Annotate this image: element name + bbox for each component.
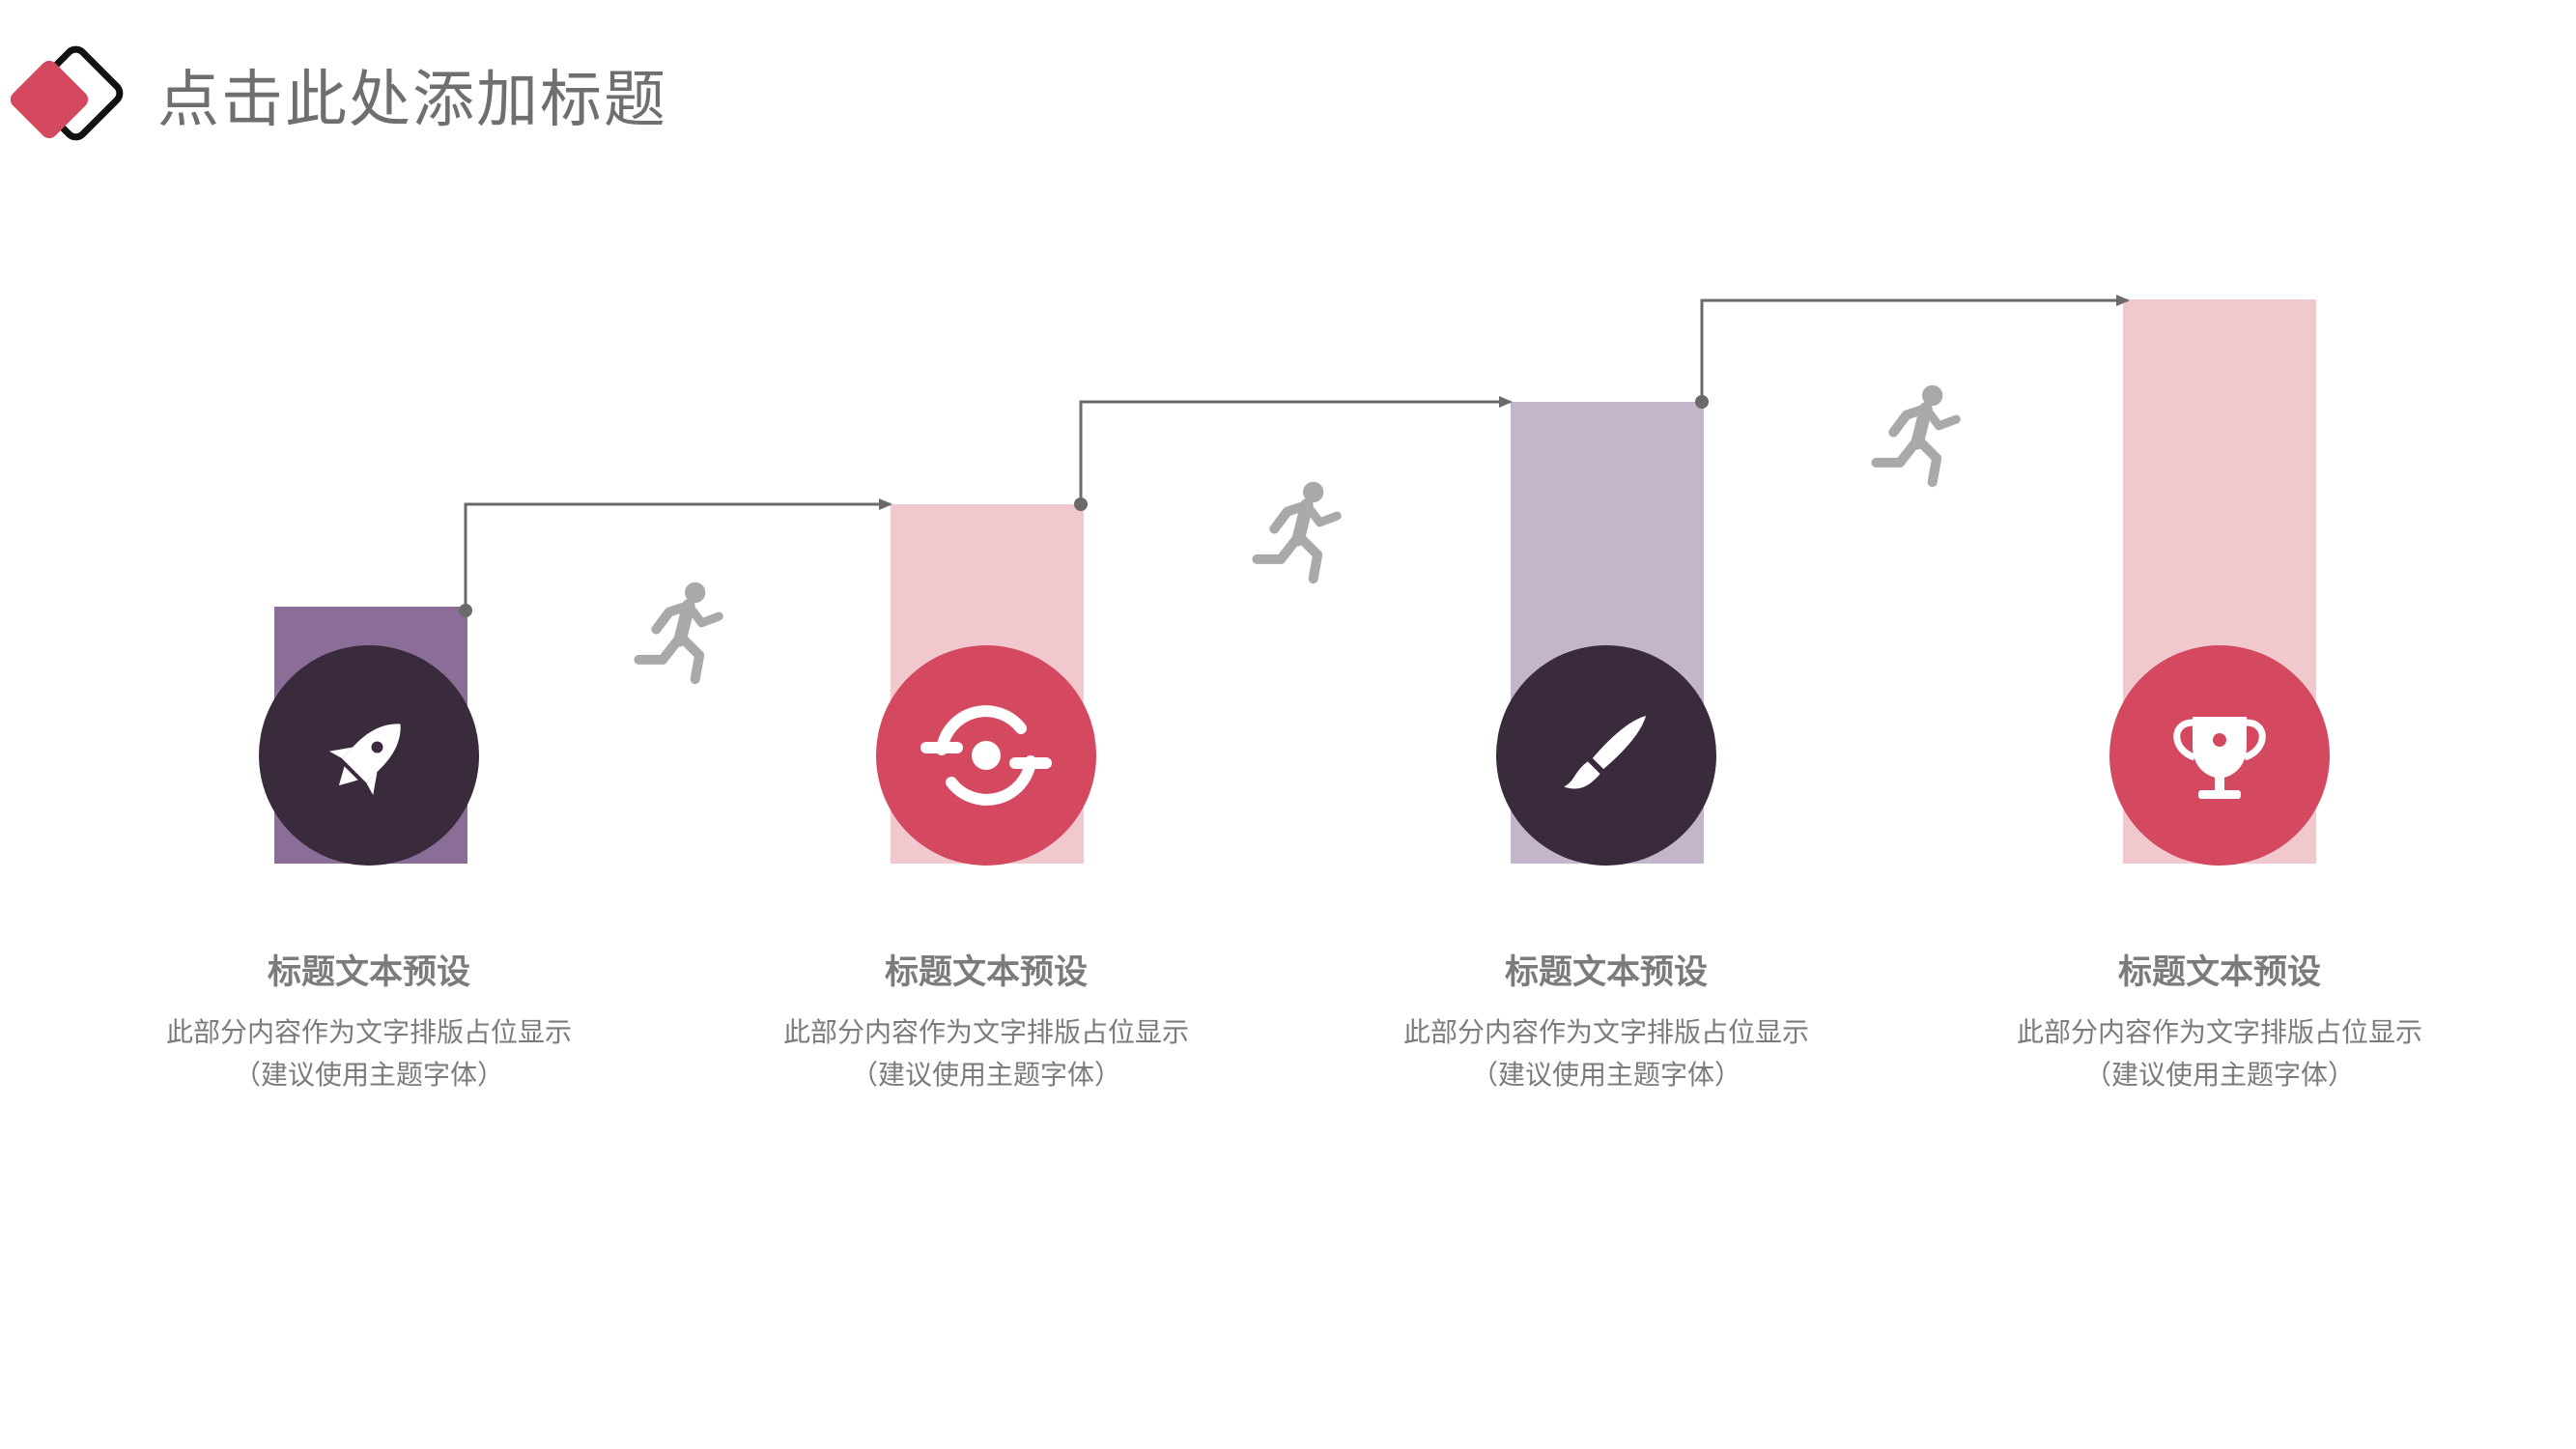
arrow-dot-1 <box>459 604 472 617</box>
step-text-4: 标题文本预设 此部分内容作为文字排版占位显示 （建议使用主题字体） <box>1968 945 2471 1096</box>
step-title[interactable]: 标题文本预设 <box>1504 953 1708 992</box>
trophy-icon <box>2173 717 2266 799</box>
step-desc-line[interactable]: （建议使用主题字体） <box>850 1059 1121 1091</box>
step-desc-line[interactable]: （建议使用主题字体） <box>1470 1059 1741 1091</box>
step-title[interactable]: 标题文本预设 <box>2117 953 2321 992</box>
arrow-connector-3 <box>1700 295 2130 402</box>
rocket-icon <box>328 724 401 796</box>
runner-icon <box>638 582 719 679</box>
step-title[interactable]: 标题文本预设 <box>884 953 1088 992</box>
step-desc-line[interactable]: 此部分内容作为文字排版占位显示 <box>2016 1016 2422 1048</box>
step-desc-line[interactable]: 此部分内容作为文字排版占位显示 <box>165 1016 572 1048</box>
step-desc: 此部分内容作为文字排版占位显示 （建议使用主题字体） <box>735 1011 1237 1096</box>
page-title[interactable]: 点击此处添加标题 <box>157 65 667 136</box>
header: 点击此处添加标题 <box>0 0 2576 174</box>
step-desc-line[interactable]: （建议使用主题字体） <box>233 1059 504 1091</box>
step-text-3: 标题文本预设 此部分内容作为文字排版占位显示 （建议使用主题字体） <box>1355 945 1857 1096</box>
step-text-2: 标题文本预设 此部分内容作为文字排版占位显示 （建议使用主题字体） <box>735 945 1237 1096</box>
arrow-dot-3 <box>1695 395 1709 409</box>
diamond-logo-icon <box>10 45 124 141</box>
step-desc-line[interactable]: 此部分内容作为文字排版占位显示 <box>1402 1016 1809 1048</box>
runner-icon <box>1257 482 1337 579</box>
step-desc-line[interactable]: 此部分内容作为文字排版占位显示 <box>782 1016 1189 1048</box>
runner-icon <box>1876 385 1956 482</box>
step-text-1: 标题文本预设 此部分内容作为文字排版占位显示 （建议使用主题字体） <box>118 945 620 1096</box>
step-desc: 此部分内容作为文字排版占位显示 （建议使用主题字体） <box>1355 1011 1857 1096</box>
step-desc: 此部分内容作为文字排版占位显示 （建议使用主题字体） <box>118 1011 620 1096</box>
step-title[interactable]: 标题文本预设 <box>267 953 470 992</box>
step-desc: 此部分内容作为文字排版占位显示 （建议使用主题字体） <box>1968 1011 2471 1096</box>
arrow-connector-1 <box>464 498 892 611</box>
cycle-icon <box>920 705 1052 806</box>
step-desc-line[interactable]: （建议使用主题字体） <box>2083 1059 2355 1091</box>
arrow-dot-2 <box>1074 497 1088 511</box>
arrow-connector-2 <box>1079 396 1513 504</box>
paintbrush-icon <box>1564 715 1647 789</box>
